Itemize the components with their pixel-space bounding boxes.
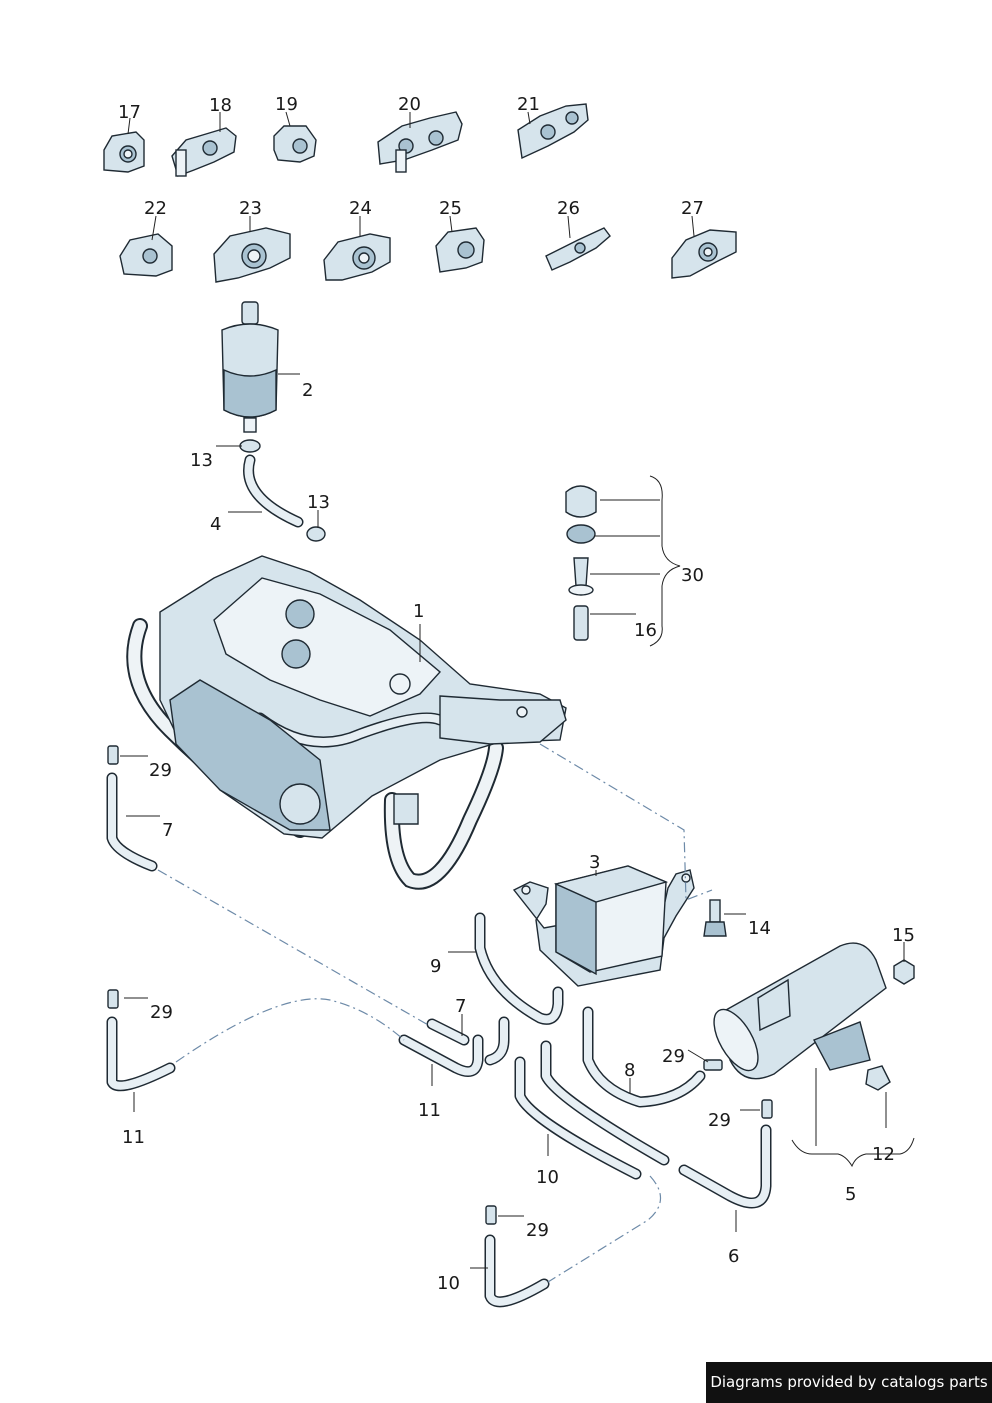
label-29-d: 29 <box>708 1110 731 1131</box>
label-17: 17 <box>118 102 141 123</box>
hose-7-upper <box>106 772 158 872</box>
hose-11-left <box>106 1016 176 1092</box>
clip-26 <box>545 227 611 271</box>
label-29-c: 29 <box>662 1046 685 1067</box>
label-18: 18 <box>209 95 232 116</box>
air-filter-2 <box>221 301 279 433</box>
hose-4 <box>243 454 304 528</box>
label-8: 8 <box>624 1060 635 1081</box>
label-30: 30 <box>681 565 704 586</box>
label-1: 1 <box>413 601 424 622</box>
bolt-14 <box>703 899 727 937</box>
compressor-unit-1 <box>126 555 567 890</box>
route-line-c <box>175 998 405 1063</box>
label-19: 19 <box>275 94 298 115</box>
label-16: 16 <box>634 620 657 641</box>
label-13-b: 13 <box>307 492 330 513</box>
connector-29-e <box>485 1205 497 1225</box>
clip-20 <box>377 111 463 173</box>
leader-lines <box>120 111 915 1269</box>
label-29-e: 29 <box>526 1220 549 1241</box>
label-11-b: 11 <box>122 1127 145 1148</box>
connector-29-a <box>107 745 119 765</box>
credit-banner: Diagrams provided by catalogs parts <box>706 1362 992 1403</box>
clip-17 <box>103 131 145 173</box>
pressure-accumulator-5 <box>713 942 887 1080</box>
label-7-b: 7 <box>455 996 466 1017</box>
hose-6 <box>678 1124 772 1209</box>
connector-29-d <box>761 1099 773 1119</box>
hose-9 <box>474 912 564 1025</box>
label-3: 3 <box>589 852 600 873</box>
hose-8 <box>582 1006 706 1108</box>
label-14: 14 <box>748 918 771 939</box>
label-13-a: 13 <box>190 450 213 471</box>
label-27: 27 <box>681 198 704 219</box>
clip-23 <box>213 227 291 283</box>
hose-10-upper <box>514 1040 670 1180</box>
route-line-a <box>539 743 713 901</box>
label-12: 12 <box>872 1144 895 1165</box>
label-21: 21 <box>517 94 540 115</box>
route-line-b <box>157 869 431 1027</box>
clip-24 <box>323 233 391 281</box>
clamp-13-upper <box>239 439 261 453</box>
label-9: 9 <box>430 956 441 977</box>
label-6: 6 <box>728 1246 739 1267</box>
label-11-a: 11 <box>418 1100 441 1121</box>
clip-21 <box>517 103 589 160</box>
hose-7-lower <box>426 1018 470 1046</box>
connector-29-b <box>107 989 119 1009</box>
label-10-a: 10 <box>536 1167 559 1188</box>
label-20: 20 <box>398 94 421 115</box>
route-line-d <box>547 1175 662 1283</box>
connector-29-c <box>703 1059 723 1071</box>
label-29-b: 29 <box>150 1002 173 1023</box>
hose-11-center <box>398 1016 510 1078</box>
label-4: 4 <box>210 514 221 535</box>
clip-25 <box>435 227 485 273</box>
bump-stop-kit-30 <box>565 485 597 641</box>
label-2: 2 <box>302 380 313 401</box>
clip-18 <box>171 127 237 177</box>
label-23: 23 <box>239 198 262 219</box>
label-29-a: 29 <box>149 760 172 781</box>
holder-12 <box>865 1065 891 1091</box>
label-24: 24 <box>349 198 372 219</box>
label-10-b: 10 <box>437 1273 460 1294</box>
clip-27 <box>671 229 737 279</box>
label-25: 25 <box>439 198 462 219</box>
clip-22 <box>119 233 173 277</box>
label-26: 26 <box>557 198 580 219</box>
clip-19 <box>273 125 317 163</box>
clamp-13-lower <box>306 526 326 542</box>
hose-10-lower <box>484 1234 550 1308</box>
label-22: 22 <box>144 198 167 219</box>
nut-15 <box>893 959 915 985</box>
label-7-a: 7 <box>162 820 173 841</box>
control-unit-3 <box>512 865 695 987</box>
label-5: 5 <box>845 1184 856 1205</box>
label-15: 15 <box>892 925 915 946</box>
